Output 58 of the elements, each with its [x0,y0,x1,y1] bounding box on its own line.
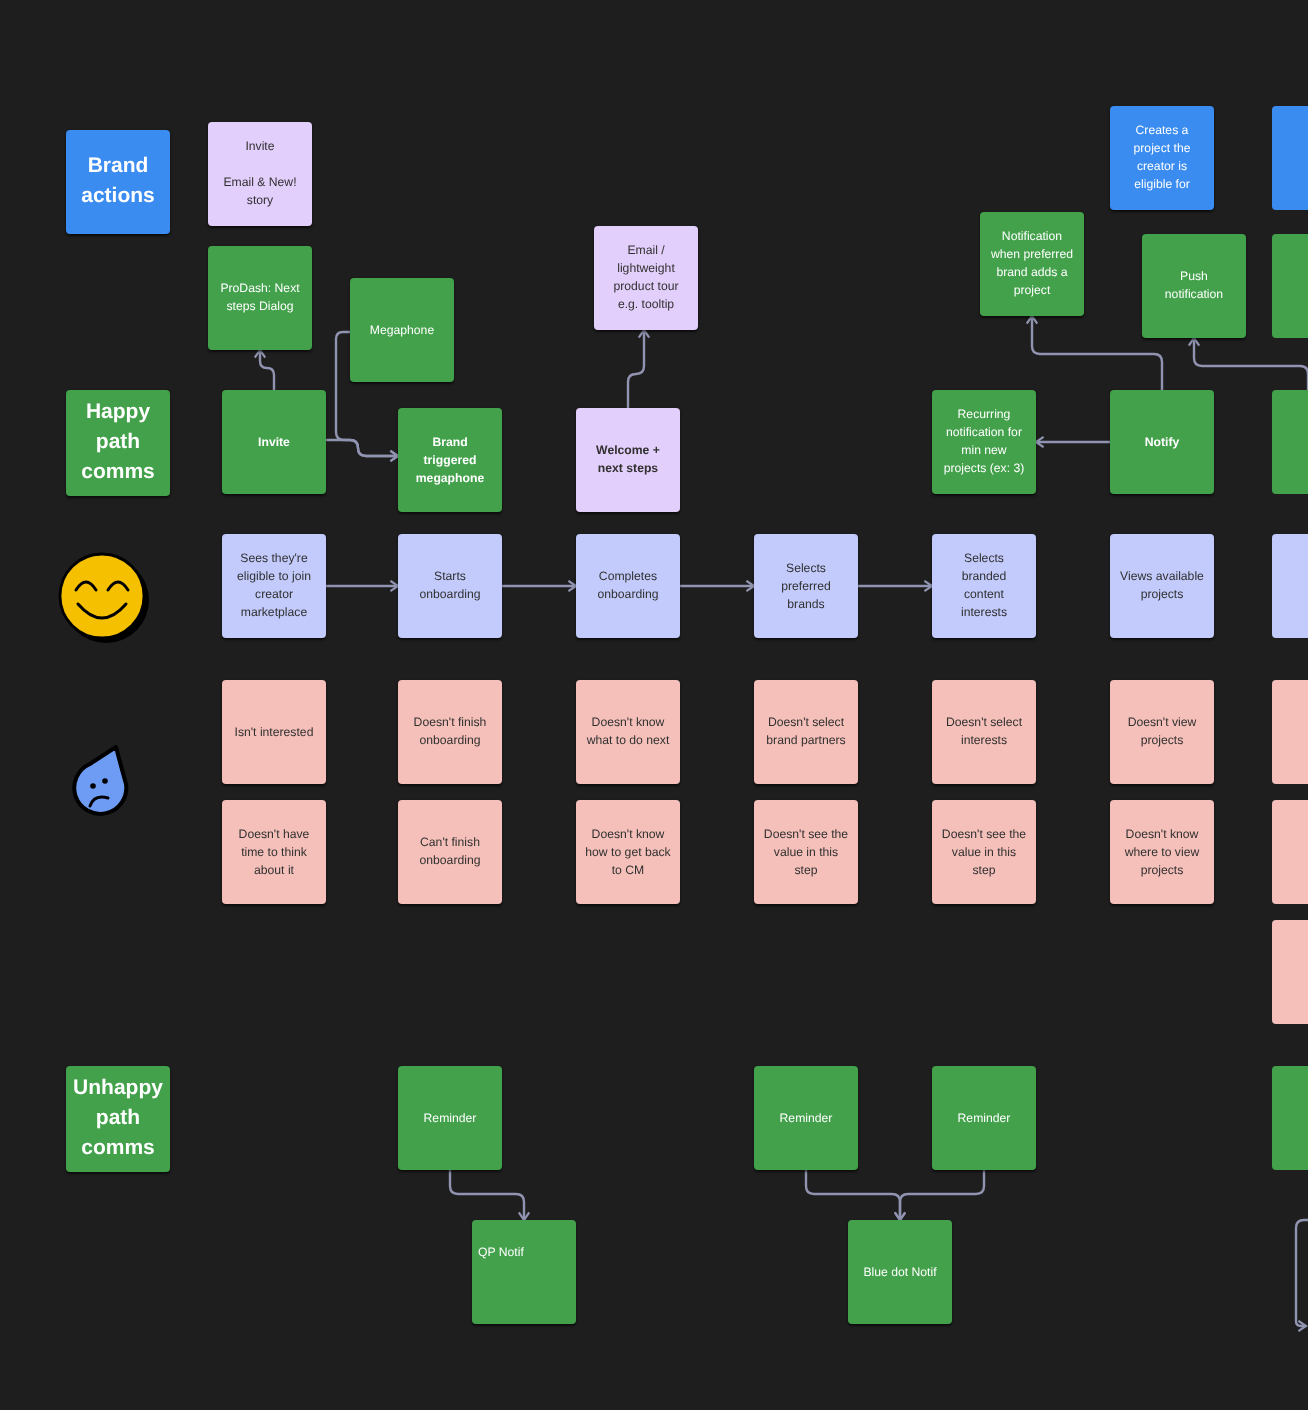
sticky-note [576,680,680,784]
sticky-note [398,680,502,784]
row-header-card [66,390,170,496]
sticky-note [1272,106,1308,210]
sticky-note [932,800,1036,904]
sticky-note [398,800,502,904]
sticky-note [222,534,326,638]
sticky-note [1110,106,1214,210]
sticky-note [754,680,858,784]
sticky-note [932,390,1036,494]
arrow [1187,336,1308,390]
sticky-note [1110,534,1214,638]
arrow [253,348,276,390]
sticky-note [932,1066,1036,1170]
sticky-note [398,408,502,512]
sticky-note [1272,234,1308,338]
row-header-text: Brand actions [79,152,157,212]
sticky-note [1272,800,1308,904]
row-header-card [66,130,170,234]
sticky-note [1142,234,1246,338]
sticky-note [1272,390,1308,494]
arrow [326,579,400,593]
sticky-note [350,278,454,382]
sticky-note [576,800,680,904]
row-header-text: Happy path comms [79,398,157,488]
sticky-note [208,246,312,350]
sticky-note [398,534,502,638]
arrow [626,328,651,408]
sticky-note [1272,1066,1308,1170]
arrow [334,330,400,463]
sticky-note [848,1220,952,1324]
sticky-note [1110,680,1214,784]
sticky-note [754,800,858,904]
sticky-note [222,800,326,904]
row-header-text: Unhappy path comms [71,1074,165,1164]
sticky-note [1110,390,1214,494]
sticky-note [208,122,312,226]
sticky-note [472,1220,576,1324]
sticky-note [1272,920,1308,1024]
sticky-note [222,390,326,494]
sticky-note [754,534,858,638]
arrow [858,579,934,593]
sticky-note [932,534,1036,638]
sticky-note [398,1066,502,1170]
arrow [680,579,756,593]
sticky-note [576,408,680,512]
arrow [502,579,578,593]
sticky-note [222,680,326,784]
sticky-note [980,212,1084,316]
sticky-note [576,534,680,638]
sticky-note [932,680,1036,784]
sticky-note [1272,534,1308,638]
sticky-note [1272,680,1308,784]
sticky-note [754,1066,858,1170]
arrow [1025,314,1164,390]
sticky-note [1110,800,1214,904]
arrow [1034,435,1110,449]
sticky-note [594,226,698,330]
